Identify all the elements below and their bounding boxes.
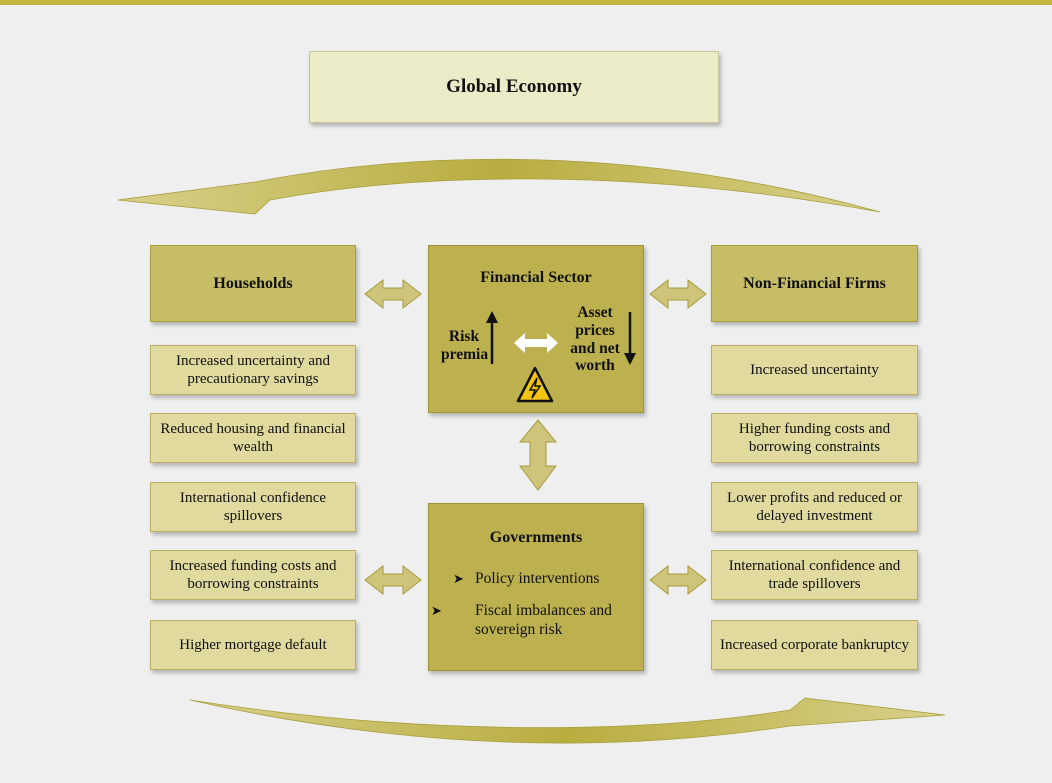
arrow-up-icon [486, 311, 498, 364]
double-arrow-financial-firms [649, 278, 707, 310]
firms-heading-box: Non-Financial Firms [711, 245, 918, 322]
firms-item-1-text: Increased uncertainty [750, 362, 879, 378]
governments-box: Governments ➤ Policy interventions ➤ Fisca… [428, 503, 644, 671]
households-item-4: Increased funding costs and borrowing co… [150, 550, 356, 600]
governments-item-1-text: Policy interventions [475, 570, 600, 587]
risk-premia-label: Risk premia [441, 328, 489, 363]
firms-item-1: Increased uncertainty [711, 345, 918, 395]
double-arrow-households-governments [364, 564, 422, 596]
firms-item-3: Lower profits and reduced or delayed inv… [711, 482, 918, 532]
chevron-right-icon: ➤ [453, 571, 464, 586]
white-double-arrow-icon [514, 333, 558, 353]
top-curved-arrow [117, 158, 881, 215]
firms-item-4-text: International confidence and trade spill… [728, 558, 901, 592]
firms-item-2: Higher funding costs and borrowing const… [711, 413, 918, 463]
chevron-right-icon: ➤ [431, 603, 442, 618]
firms-heading: Non-Financial Firms [743, 274, 886, 292]
households-heading: Households [213, 274, 293, 292]
governments-item-2-text: Fiscal imbalances and sovereign risk [475, 602, 612, 638]
governments-item-2: ➤ Fiscal imbalances and sovereign risk [431, 602, 661, 639]
firms-item-5-text: Increased corporate bankruptcy [719, 637, 910, 653]
households-item-3: International confidence spillovers [150, 482, 356, 532]
bottom-curved-arrow [189, 697, 946, 744]
households-item-5-text: Higher mortgage default [179, 637, 327, 653]
households-item-2-text: Reduced housing and financial wealth [160, 421, 346, 455]
asset-prices-label: Asset prices and net worth [570, 304, 620, 375]
firms-item-5: Increased corporate bankruptcy [711, 620, 918, 670]
governments-item-1: ➤ Policy interventions [453, 570, 643, 589]
households-item-3-text: International confidence spillovers [179, 490, 327, 524]
households-item-2: Reduced housing and financial wealth [150, 413, 356, 463]
double-arrow-households-financial [364, 278, 422, 310]
arrow-down-icon [624, 312, 636, 365]
double-arrow-financial-governments [518, 419, 558, 491]
firms-item-3-text: Lower profits and reduced or delayed inv… [727, 490, 902, 524]
financial-sector-heading: Financial Sector [480, 269, 592, 286]
households-item-1-text: Increased uncertainty and precautionary … [175, 353, 331, 387]
households-heading-box: Households [150, 245, 356, 322]
lightning-warning-icon [516, 366, 554, 403]
top-accent-bar [0, 0, 1052, 5]
governments-heading: Governments [489, 529, 583, 546]
firms-item-2-text: Higher funding costs and borrowing const… [738, 421, 891, 455]
households-item-1: Increased uncertainty and precautionary … [150, 345, 356, 395]
financial-sector-box: Financial Sector Risk premia Asset price… [428, 245, 644, 413]
households-item-5: Higher mortgage default [150, 620, 356, 670]
households-item-4-text: Increased funding costs and borrowing co… [169, 558, 337, 592]
global-economy-box: Global Economy [309, 51, 719, 123]
firms-item-4: International confidence and trade spill… [711, 550, 918, 600]
global-economy-title: Global Economy [446, 75, 582, 97]
double-arrow-governments-firms [649, 564, 707, 596]
